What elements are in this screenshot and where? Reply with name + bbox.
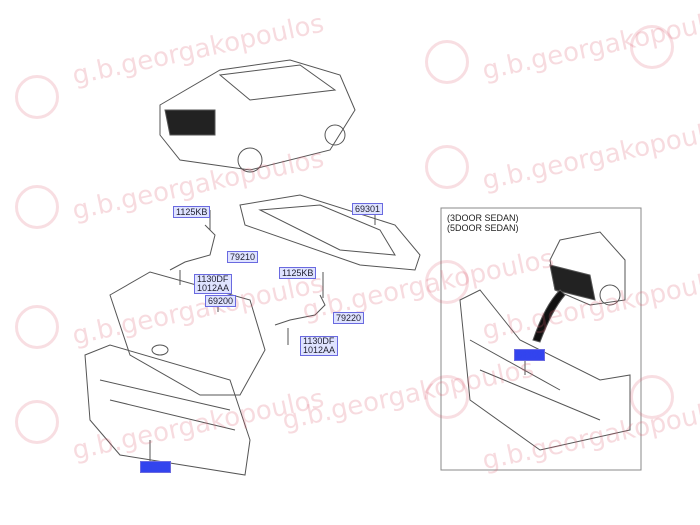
part-label-79210[interactable]: 79210 <box>227 251 259 263</box>
inset-part-label-69100[interactable]: 69100 <box>514 349 546 361</box>
inset-title: (3DOOR SEDAN) (5DOOR SEDAN) <box>447 213 519 233</box>
part-number: 1012AA <box>197 283 230 293</box>
trunk-lid-illustration <box>109 271 266 396</box>
car-overview-illustration <box>159 59 356 173</box>
inset-line: (5DOOR SEDAN) <box>447 223 519 233</box>
inset-car-illustration <box>532 231 626 343</box>
part-label-1125kb[interactable]: 1125KB <box>173 206 211 218</box>
part-number: 1130DF <box>303 336 335 346</box>
inset-line: (3DOOR SEDAN) <box>447 213 519 223</box>
part-label-69200[interactable]: 69200 <box>205 295 237 307</box>
part-label-nut-left[interactable]: 1130DF 1012AA <box>194 274 233 294</box>
rear-shelf-illustration <box>239 194 421 271</box>
part-label-nut-right[interactable]: 1130DF 1012AA <box>300 336 339 356</box>
back-panel-illustration <box>84 344 251 476</box>
part-label-1125kb-right[interactable]: 1125KB <box>279 267 317 279</box>
inset-frame <box>440 207 642 471</box>
part-label-69100[interactable]: 69100 <box>140 461 172 473</box>
inset-back-panel-illustration <box>459 289 631 451</box>
hinge-right-illustration <box>274 272 326 345</box>
part-label-69301[interactable]: 69301 <box>352 203 384 215</box>
part-number: 1012AA <box>303 345 336 355</box>
part-number: 1130DF <box>197 274 229 284</box>
part-label-79220[interactable]: 79220 <box>333 312 365 324</box>
